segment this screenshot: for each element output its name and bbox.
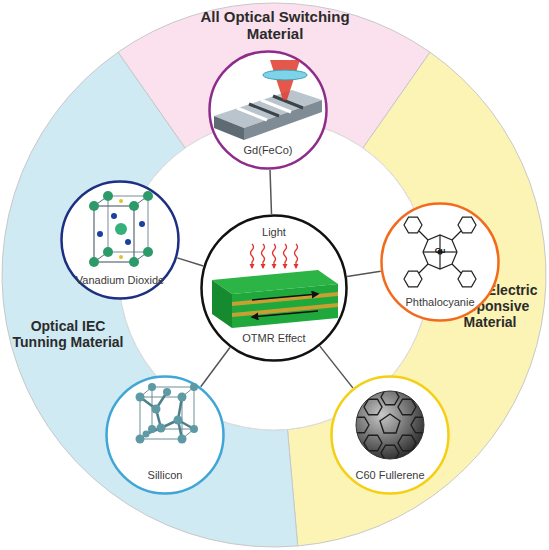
connector-line [177,258,203,266]
node-label: Vanadium Dioxide [68,274,172,287]
node-label: Gd(FeCo) [216,144,320,157]
connector-line [347,271,381,276]
material-circle: Vanadium Dioxide [60,180,180,300]
node-label: Sillicon [113,469,217,482]
circle-shape [332,377,449,494]
atom-label: Cu [430,246,450,255]
connector-line [320,346,353,388]
circle-shape [202,216,347,361]
material-circle: C60 Fullerene [330,375,450,495]
band-title: Optical IEC Tunning Material [6,318,131,350]
circle-shape [210,52,327,169]
node-label: Light [234,226,314,239]
material-circle: Gd(FeCo) [208,50,328,170]
material-circle: Sillicon [105,375,225,495]
node-label: OTMR Effect [219,332,329,345]
node-label: C60 Fullerene [338,469,442,482]
connector-line [270,170,271,214]
circle-shape [382,204,499,321]
circle-shape [107,377,224,494]
connector-line [201,347,230,386]
node-label: Phthalocyanie [388,296,492,309]
band-title: All Optical Switching Material [200,8,350,43]
circle-shape [62,182,179,299]
material-circle: Phthalocyanie [380,202,500,322]
effect-circle: LightOTMR Effect [200,214,348,362]
